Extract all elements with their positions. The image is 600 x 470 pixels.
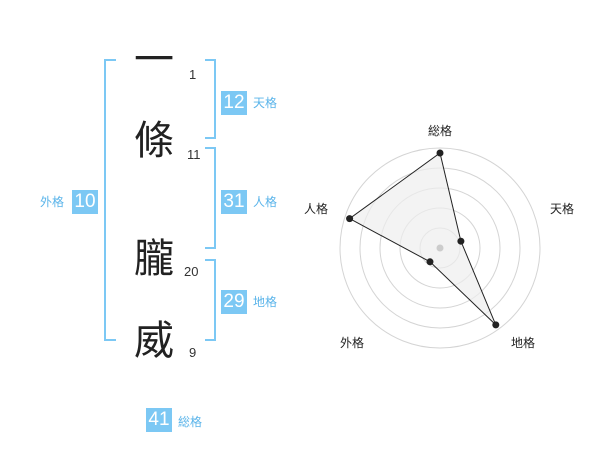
name-char-3: 朧: [134, 236, 174, 282]
gaikaku-label: 外格: [40, 195, 65, 209]
jinkaku-score: 31: [221, 190, 247, 214]
name-char-4: 威: [134, 318, 174, 364]
tenkaku-bracket: [205, 59, 216, 139]
radar-point-5: [346, 215, 354, 223]
radar-polygon: [348, 152, 497, 326]
radar-label-chikaku: 地格: [511, 336, 536, 350]
radar-point-3: [492, 321, 500, 329]
gaikaku-score: 10: [72, 190, 98, 214]
stroke-count-1: 1: [189, 67, 197, 82]
jinkaku-bracket: [205, 147, 216, 249]
radar-point-1: [436, 149, 444, 157]
radar-label-tenkaku: 天格: [550, 202, 575, 216]
soukaku-label: 総格: [178, 415, 203, 429]
name-char-2: 條: [134, 118, 174, 164]
soukaku-score: 41: [146, 408, 172, 432]
stroke-count-3: 20: [184, 264, 199, 279]
radar-ring-5: [339, 147, 541, 349]
radar-point-4: [426, 258, 434, 266]
radar-label-soukaku: 総格: [428, 124, 453, 138]
chikaku-label: 地格: [253, 295, 278, 309]
jinkaku-label: 人格: [253, 195, 278, 209]
name-char-1: 一: [134, 37, 174, 83]
chikaku-bracket: [205, 259, 216, 341]
stroke-count-4: 9: [189, 345, 197, 360]
radar-label-gaikaku: 外格: [340, 336, 365, 350]
radar-label-jinkaku: 人格: [304, 202, 329, 216]
radar-point-2: [457, 237, 465, 245]
stroke-count-2: 11: [187, 147, 201, 162]
gaikaku-bracket: [104, 59, 116, 341]
tenkaku-score: 12: [221, 91, 247, 115]
tenkaku-label: 天格: [253, 96, 278, 110]
chikaku-score: 29: [221, 290, 247, 314]
radar-center: [436, 244, 444, 252]
